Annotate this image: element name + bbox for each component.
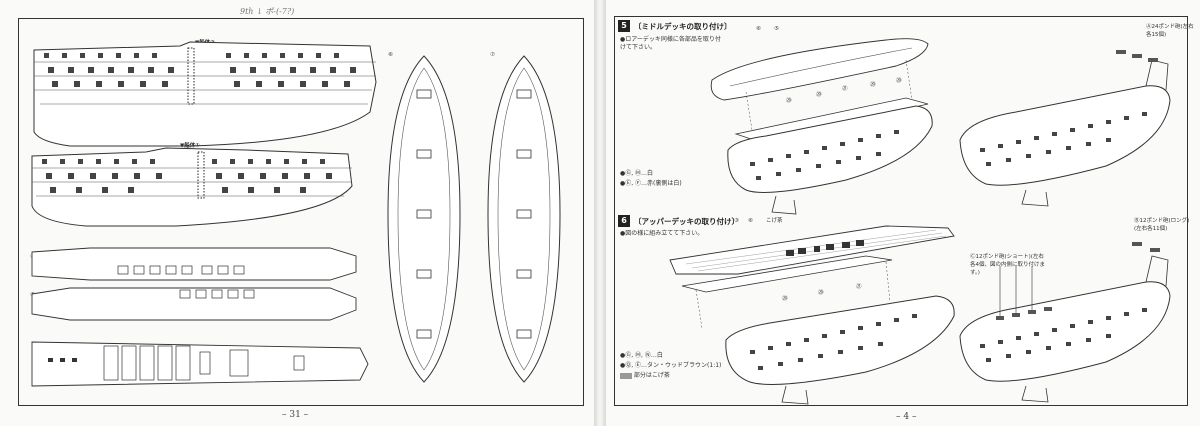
step5-instruction: ●ロアーデッキ同様に各部品を取り付けて下さい。 <box>620 36 721 51</box>
callout-circle: ⑳ <box>870 82 876 88</box>
step6-instruction: ●図の様に組み立てて下さい。 <box>620 230 704 237</box>
step6-number: 6 <box>618 215 630 227</box>
step5-label-gun24: Ⓐ24ポンド砲(左右各15個) <box>1146 24 1194 38</box>
step5-title: 〔ミドルデッキの取り付け〕 <box>634 21 732 31</box>
step5-parts-note-1: ●Ⓖ, Ⓜ…白 <box>620 170 654 177</box>
handwritten-note: 9th ↓ ポ-(-7?) <box>240 7 295 16</box>
step5-parts-note-2: ●Ⓔ, Ⓕ…赤(裏側は白) <box>620 180 682 187</box>
callout-circle: ⑳ <box>816 92 822 98</box>
step6-exploded-deck-drawing <box>669 225 955 405</box>
callout-circle: ③ <box>734 218 739 224</box>
callout-circle: ⑤ <box>774 26 779 32</box>
hull-panel-left <box>387 55 461 383</box>
step6-label-gun12-long: Ⓑ12ポンド砲(ロング)(左右各11個) <box>1134 218 1190 232</box>
step6-parts-note-1: ●Ⓖ, Ⓜ, Ⓝ…白 <box>620 352 663 359</box>
callout-circle: ⑥ <box>748 218 753 224</box>
page-number: – 4 – <box>896 412 917 422</box>
callout-circle: ⑥ <box>388 52 393 58</box>
book-gutter <box>594 0 606 426</box>
callout-circle: ㉑ <box>856 284 862 290</box>
step6-header: 6 〔アッパーデッキの取り付け〕 <box>618 215 739 227</box>
hull-label-lower: ▼船体① <box>180 143 200 149</box>
callout-circle: ⑥ <box>756 26 761 32</box>
step6-parts-note-3: 部分はこげ茶 <box>620 372 670 380</box>
hull-side-view-upper <box>33 41 377 147</box>
deck-strip-upper <box>31 247 357 281</box>
callout-circle: ⑳ <box>896 78 902 84</box>
step6-parts-note-2: ●Ⓠ, Ⓔ…タン・ウッドブラウン(1:1) <box>620 362 722 369</box>
step5-number: 5 <box>618 20 630 32</box>
callout-circle: ⑦ <box>490 52 495 58</box>
page-number: – 31 – <box>282 410 309 420</box>
callout-circle: ㉑ <box>842 86 848 92</box>
kogecha-swatch <box>620 372 632 379</box>
step5-header: 5 〔ミドルデッキの取り付け〕 <box>618 20 732 32</box>
step6-parts-note-3-text: 部分はこげ茶 <box>633 372 670 379</box>
right-page: 5 〔ミドルデッキの取り付け〕 ●ロアーデッキ同様に各部品を取り付けて下さい。 … <box>606 0 1200 426</box>
left-page: 9th ↓ ポ-(-7?) ▼船体② ▼船体① ④ <box>0 0 594 426</box>
callout-circle: ⑳ <box>786 98 792 104</box>
right-page-frame <box>614 16 1188 406</box>
deck-plan-bottom <box>31 341 369 387</box>
left-page-frame <box>18 18 584 406</box>
hull-panel-right <box>487 55 561 383</box>
step6-title: 〔アッパーデッキの取り付け〕 <box>634 216 739 226</box>
step5-exploded-deck-drawing <box>710 38 933 215</box>
hull-side-view-lower <box>31 147 353 227</box>
deck-strip-middle <box>31 287 357 321</box>
step5-assembled-hull-drawing <box>959 50 1171 207</box>
step6-assembled-hull-drawing <box>959 242 1171 403</box>
callout-circle: ⑳ <box>782 296 788 302</box>
step6-label-gun12-short: Ⓒ12ポンド砲(ショート)(左右各4個、図の内側に取り付けます。) <box>970 254 1046 276</box>
step6-label-kogecha: こげ茶 <box>766 218 783 224</box>
callout-circle: ⑳ <box>818 290 824 296</box>
